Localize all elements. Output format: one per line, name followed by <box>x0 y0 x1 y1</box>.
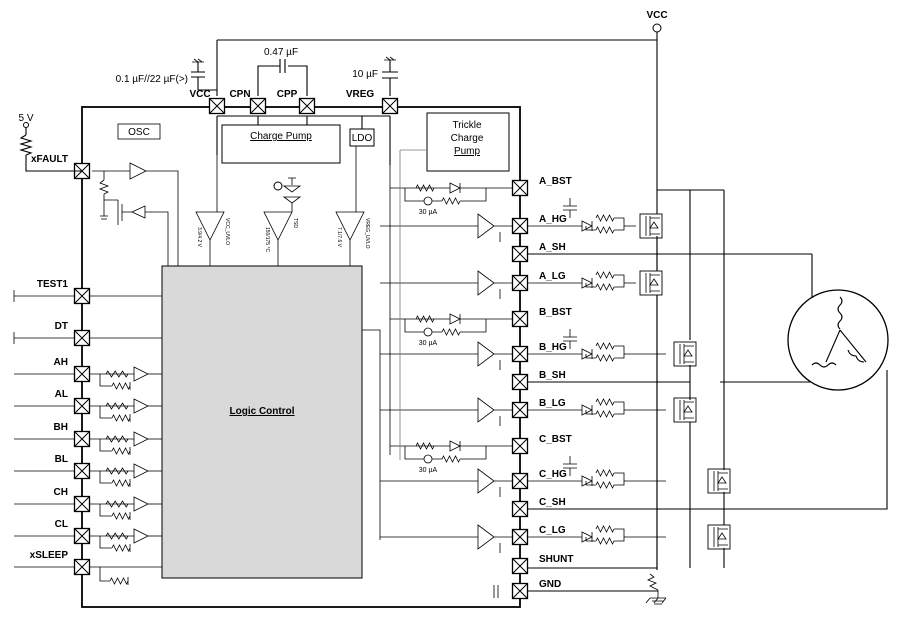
osc-label: OSC <box>128 127 150 138</box>
charge-pump-block <box>221 124 341 164</box>
right-pin-label-c_lg: C_LG <box>539 525 566 536</box>
right-pin-label-a_hg: A_HG <box>539 214 567 225</box>
left-pin-label-ah: AH <box>54 357 68 368</box>
osc-block <box>117 123 161 140</box>
right-pin-label-gnd: GND <box>539 579 561 590</box>
top-pin-label-vreg: VREG <box>346 89 375 100</box>
comparator-tag-3: VREG_UVLO <box>364 218 370 249</box>
comparator-tag-1: VCC_UVLO <box>224 218 230 245</box>
logic-control-label: Logic Control <box>230 406 295 417</box>
comparator-3 <box>335 211 365 241</box>
left-pin-label-ch: CH <box>54 487 68 498</box>
trickle-label-2: Charge <box>451 133 484 144</box>
charge-pump-label: Charge Pump <box>250 131 312 142</box>
ldo-label: LDO <box>352 133 373 144</box>
trickle-label-1: Trickle <box>452 120 482 131</box>
comparator-1 <box>195 211 225 241</box>
right-pin-label-a_lg: A_LG <box>539 271 566 282</box>
current-source-label-1: 30 µA <box>419 209 438 216</box>
cp-cap-label: 0.47 µF <box>264 47 298 58</box>
right-pin-label-b_lg: B_LG <box>539 398 566 409</box>
right-pin-label-c_bst: C_BST <box>539 434 572 445</box>
top-pin-label-cpp: CPP <box>277 89 298 100</box>
five-v-label: 5 V <box>18 113 33 124</box>
comparator-threshold-2: 150/175 °C <box>264 227 270 252</box>
left-pin-label-dt: DT <box>55 321 68 332</box>
left-pin-label-bl: BL <box>55 454 68 465</box>
left-pin-label-al: AL <box>55 389 68 400</box>
comparator-2 <box>263 211 293 241</box>
trickle-label-3: Pump <box>454 146 481 157</box>
top-pin-label-cpn: CPN <box>229 89 250 100</box>
logic-control-block <box>161 265 363 579</box>
right-pin-label-b_bst: B_BST <box>539 307 572 318</box>
comparator-threshold-3: 7.1/7.6 V <box>336 227 342 248</box>
trickle-charge-pump-block <box>426 112 510 172</box>
left-pin-label-bh: BH <box>54 422 68 433</box>
right-pin-label-b_hg: B_HG <box>539 342 567 353</box>
comparator-threshold-1: 3.9/4.2 V <box>196 227 202 248</box>
comparator-tag-2: TSD <box>292 218 298 228</box>
motor <box>787 289 889 391</box>
right-pin-label-a_bst: A_BST <box>539 176 572 187</box>
vcc-cap-label: 0.1 µF//22 µF(>) <box>116 74 188 85</box>
vcc-top-label: VCC <box>646 10 667 21</box>
right-pin-label-a_sh: A_SH <box>539 242 566 253</box>
left-pin-label-xsleep: xSLEEP <box>30 550 69 561</box>
vcc-terminal <box>652 23 662 33</box>
top-pin-label-vcc: VCC <box>189 89 210 100</box>
current-source-label-2: 30 µA <box>419 340 438 347</box>
right-pin-label-c_sh: C_SH <box>539 497 566 508</box>
right-pin-label-b_sh: B_SH <box>539 370 566 381</box>
left-pin-label-cl: CL <box>55 519 68 530</box>
vreg-cap-label: 10 µF <box>352 69 378 80</box>
current-source-label-3: 30 µA <box>419 467 438 474</box>
right-pin-label-shunt: SHUNT <box>539 554 573 565</box>
right-pin-label-c_hg: C_HG <box>539 469 567 480</box>
left-pin-label-xfault: xFAULT <box>31 154 68 165</box>
left-pin-label-test1: TEST1 <box>37 279 69 290</box>
